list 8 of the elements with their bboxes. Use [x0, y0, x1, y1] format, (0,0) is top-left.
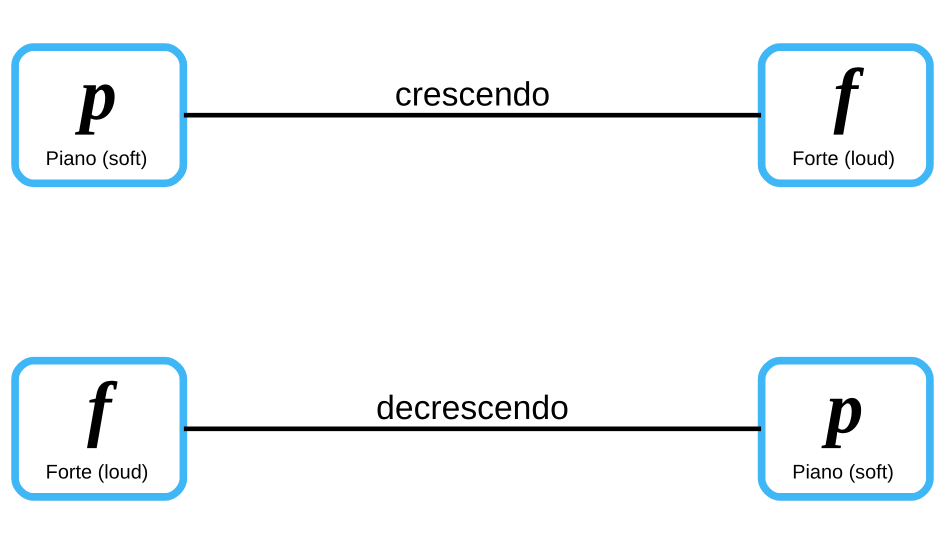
edge-label: crescendo	[394, 76, 550, 114]
node-box: p Piano (soft)	[11, 43, 188, 188]
node-box: p Piano (soft)	[758, 356, 934, 501]
node-box: f Forte (loud)	[11, 356, 188, 501]
connector	[184, 426, 762, 432]
edge-label: decrescendo	[376, 390, 569, 428]
node-box: f Forte (loud)	[758, 43, 934, 188]
connector	[184, 112, 762, 118]
